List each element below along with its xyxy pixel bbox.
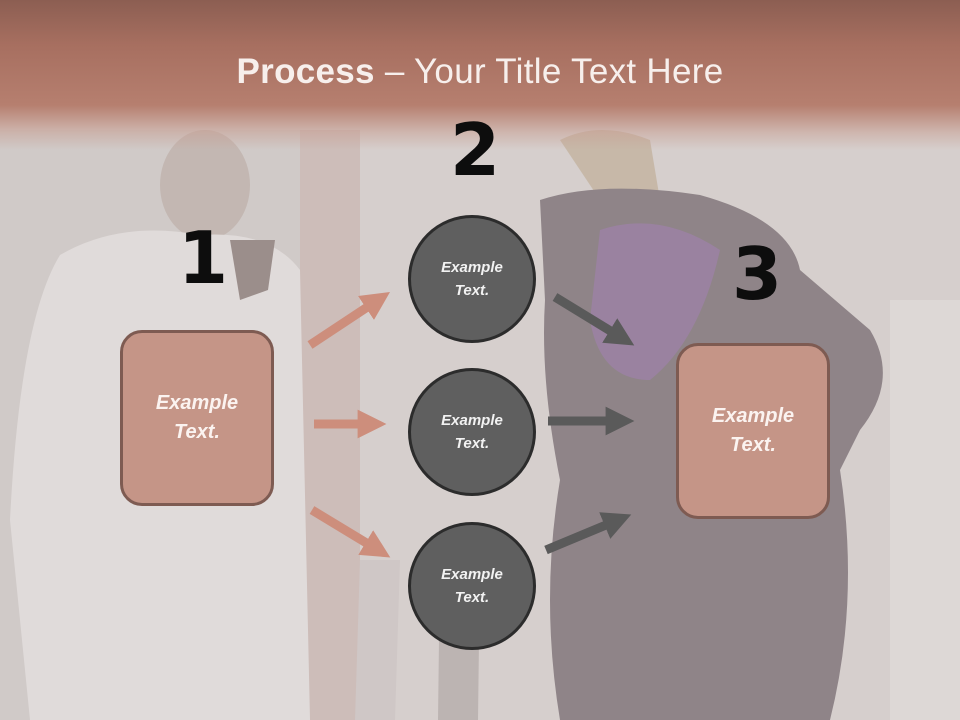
process-circle-top-text: Example Text.	[441, 256, 503, 302]
process-circle-top-line1: Example	[441, 259, 503, 276]
arrow-right-bottom	[544, 512, 632, 555]
arrow-right-top	[552, 293, 635, 346]
process-box-left-line2: Text.	[174, 421, 220, 443]
title-rest: – Your Title Text Here	[374, 52, 724, 91]
process-circle-top-line2: Text.	[454, 282, 490, 299]
process-box-right-line2: Text.	[730, 434, 776, 456]
arrow-left-bottom	[309, 506, 391, 558]
process-box-left-text: Example Text.	[156, 389, 238, 447]
process-circle-top: Example Text.	[408, 215, 536, 343]
process-box-right: Example Text.	[676, 343, 830, 519]
process-circle-bottom-line2: Text.	[454, 589, 490, 606]
step-number-3: 3	[732, 232, 783, 316]
process-circle-bottom: Example Text.	[408, 522, 536, 650]
slide-title: Process – Your Title Text Here	[0, 52, 960, 92]
process-box-left-line1: Example	[155, 392, 239, 414]
process-circle-middle: Example Text.	[408, 368, 536, 496]
step-number-1: 1	[178, 216, 229, 300]
title-banner	[0, 0, 960, 150]
process-box-right-line1: Example	[711, 405, 795, 427]
process-circle-bottom-text: Example Text.	[441, 563, 503, 609]
process-box-left: Example Text.	[120, 330, 274, 506]
process-box-right-text: Example Text.	[712, 402, 794, 460]
process-circle-middle-text: Example Text.	[441, 409, 503, 455]
process-circle-bottom-line1: Example	[441, 566, 503, 583]
arrow-left-top	[307, 292, 391, 349]
title-bold: Process	[236, 52, 375, 91]
process-circle-middle-line2: Text.	[454, 435, 490, 452]
step-number-2: 2	[450, 108, 501, 192]
process-circle-middle-line1: Example	[441, 412, 503, 429]
